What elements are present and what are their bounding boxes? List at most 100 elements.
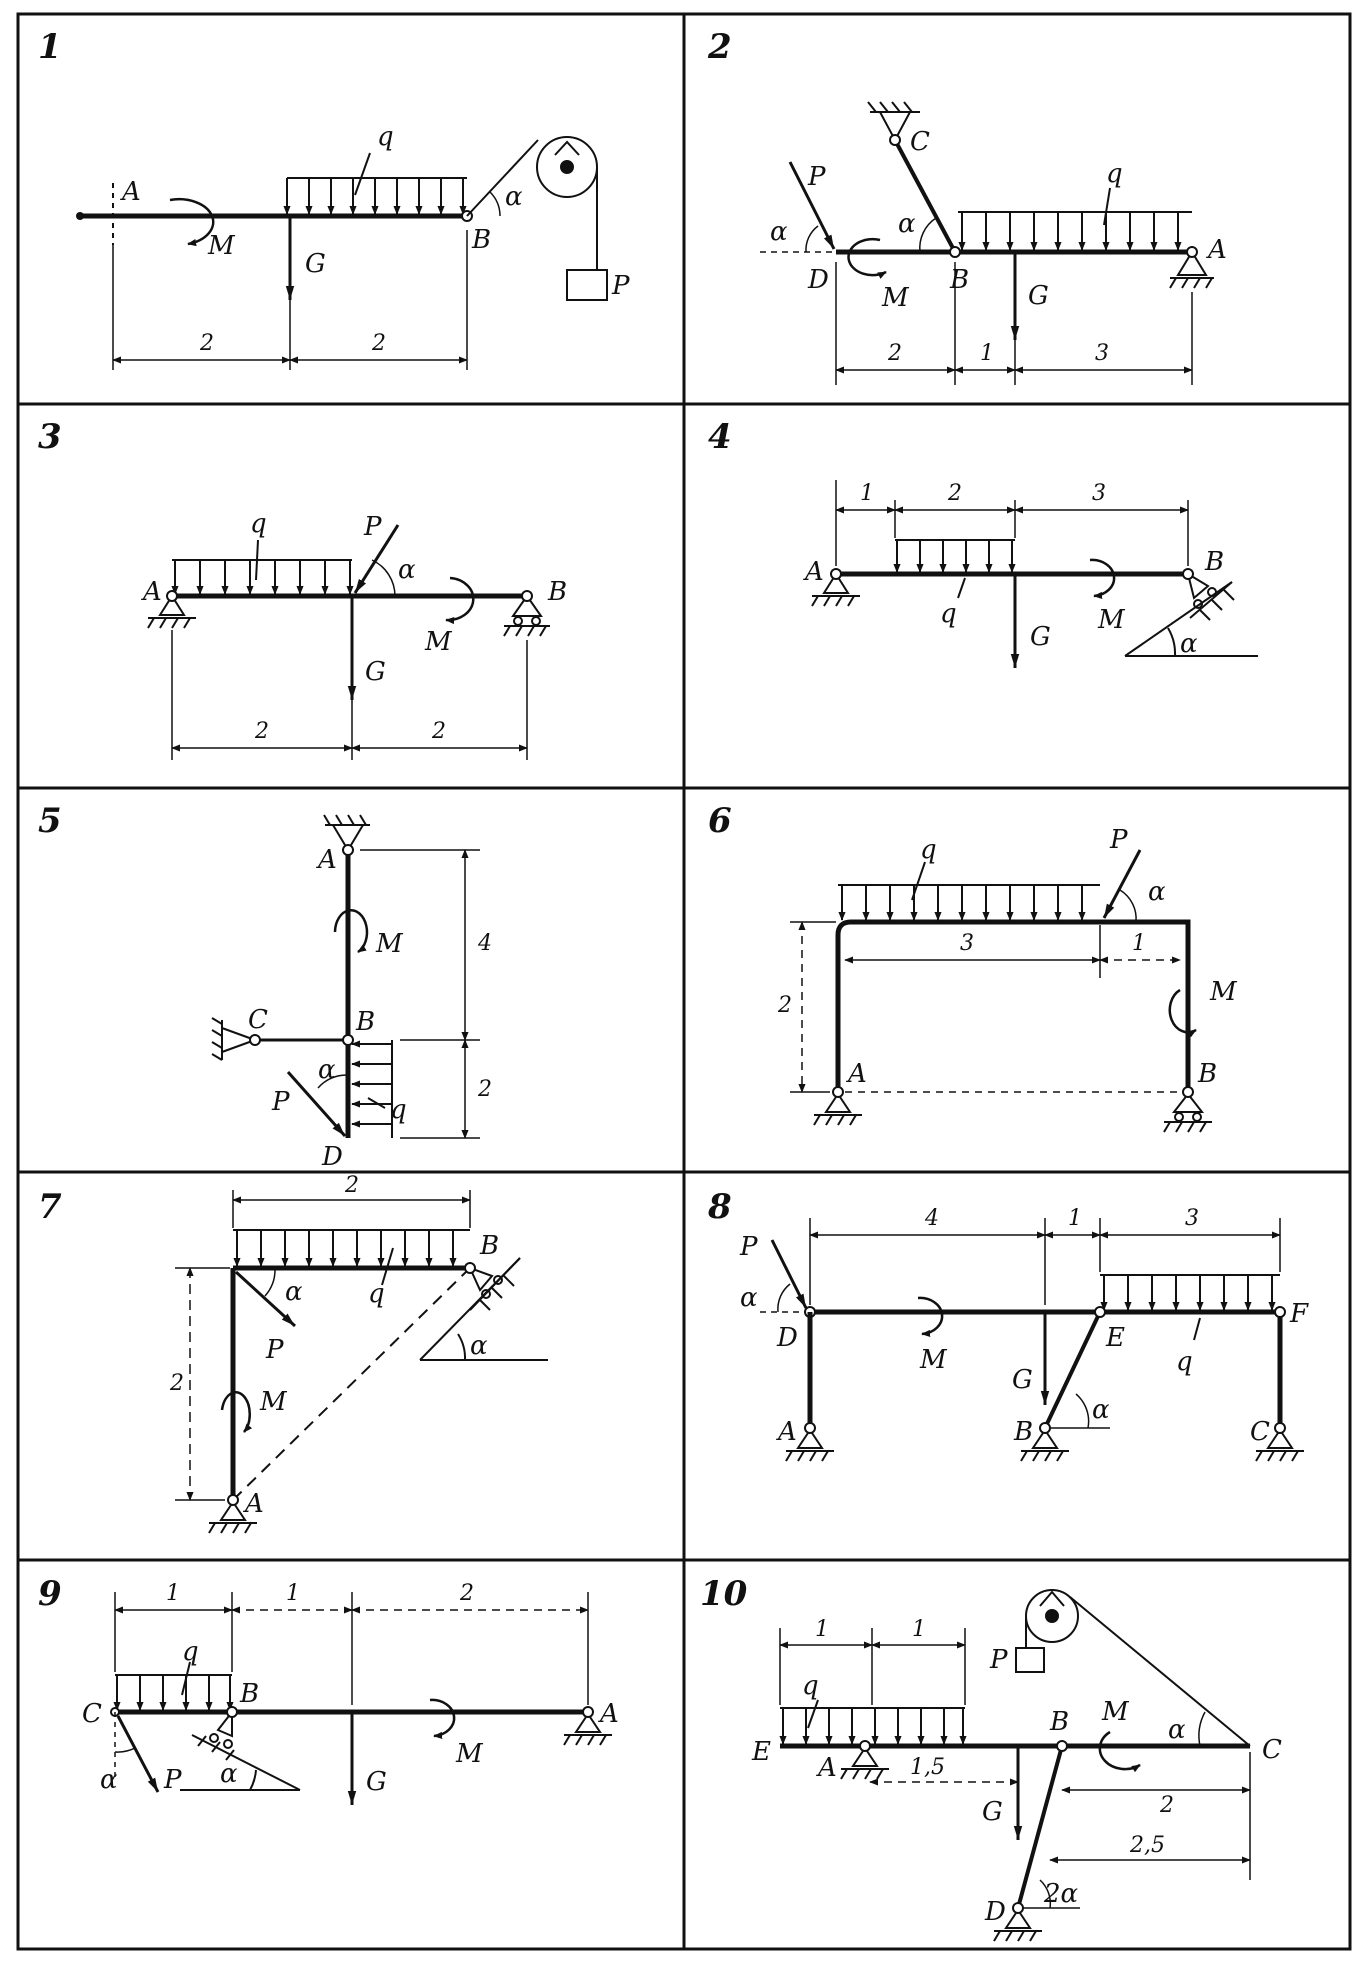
dim-2: 2 — [169, 1371, 184, 1396]
moment-M — [220, 1391, 253, 1433]
label-B: B — [1013, 1417, 1033, 1447]
label-M: M — [1209, 977, 1238, 1007]
panel-number: 3 — [38, 417, 62, 457]
joint-B — [1182, 1086, 1194, 1098]
pulley — [536, 136, 598, 198]
support-A — [563, 1712, 612, 1746]
label-G: G — [1028, 281, 1049, 311]
dim-2: 2 — [371, 331, 386, 356]
label-M: M — [919, 1345, 948, 1375]
distributed-load-q — [838, 861, 1100, 921]
angle-arc — [317, 1074, 349, 1089]
panel-number: 10 — [700, 1574, 748, 1614]
angle-arc — [371, 559, 396, 597]
support-A — [1169, 250, 1214, 289]
moment-M — [445, 576, 475, 625]
label-F: F — [1289, 1299, 1309, 1329]
distributed-load-q — [283, 152, 467, 215]
joint-F — [1274, 1306, 1286, 1318]
label-q: q — [1176, 1347, 1193, 1377]
distributed-load-q — [1100, 1274, 1280, 1341]
label-A: A — [141, 577, 162, 607]
joint-A — [582, 1706, 594, 1718]
panel-number: 1 — [38, 27, 62, 67]
dimension-lines — [171, 630, 528, 760]
panel-10: 10 q E A — [700, 1574, 1282, 1942]
joint-A — [804, 1422, 816, 1434]
dim-2: 1 — [1132, 931, 1146, 956]
support-A — [813, 1092, 862, 1126]
strut-BD — [1016, 1745, 1064, 1909]
joint-A — [1186, 246, 1198, 258]
label-G: G — [982, 1797, 1003, 1827]
dim-1: 4 — [924, 1206, 939, 1231]
force-P — [353, 524, 400, 594]
panel-6: 6 q P α M — [708, 801, 1238, 1133]
panel-3: 3 q A P α — [38, 417, 567, 760]
label-D: D — [321, 1142, 343, 1172]
label-B: B — [1049, 1707, 1069, 1737]
label-P: P — [611, 271, 630, 301]
joint-A — [830, 568, 842, 580]
moment-M — [1168, 988, 1197, 1038]
distributed-load-q — [233, 1229, 470, 1286]
label-alpha-2: α — [470, 1331, 488, 1361]
label-B: B — [471, 225, 491, 255]
support-B — [1020, 1428, 1069, 1462]
panel-number: 9 — [38, 1574, 62, 1614]
dimension-lines — [835, 480, 1189, 566]
label-G: G — [1012, 1365, 1033, 1395]
force-P — [286, 1071, 347, 1137]
label-E: E — [751, 1737, 771, 1767]
label-A: A — [803, 557, 824, 587]
dim-1: 1 — [860, 481, 874, 506]
dim-2: 2 — [431, 719, 446, 744]
dimension-lines — [112, 230, 468, 370]
panel-grid — [16, 12, 1352, 1951]
joint-B — [226, 1706, 238, 1718]
label-P: P — [807, 162, 826, 192]
support-A — [840, 1746, 889, 1780]
panel-number: 7 — [38, 1187, 62, 1227]
distributed-load-q — [171, 539, 354, 595]
joint-A — [832, 1086, 844, 1098]
joint-A — [342, 844, 354, 856]
label-alpha: α — [1148, 877, 1166, 907]
label-A: A — [1206, 235, 1227, 265]
joint-A — [166, 590, 178, 602]
beam-end — [76, 212, 84, 220]
label-A: A — [846, 1059, 867, 1089]
label-D: D — [984, 1897, 1006, 1927]
label-P: P — [739, 1232, 758, 1262]
moment-M — [847, 237, 887, 279]
label-B: B — [239, 1679, 259, 1709]
label-C: C — [1250, 1417, 1270, 1447]
dimension-lines — [790, 921, 1181, 1093]
angle-arc — [1198, 1711, 1206, 1747]
panel-5: 5 A M C B — [38, 801, 492, 1172]
label-alpha-1: α — [285, 1277, 303, 1307]
label-q: q — [368, 1279, 385, 1309]
support-B — [503, 594, 550, 637]
label-P: P — [265, 1335, 284, 1365]
dim-2: 1 — [286, 1581, 300, 1606]
label-P: P — [271, 1087, 290, 1117]
joint-E — [1094, 1306, 1106, 1318]
distributed-load-q — [958, 187, 1192, 251]
moment-M — [917, 1296, 944, 1337]
label-q: q — [182, 1637, 199, 1667]
label-A: A — [120, 177, 141, 207]
moment-M — [1089, 558, 1116, 599]
label-alpha: α — [1180, 629, 1198, 659]
label-A: A — [598, 1699, 619, 1729]
support-B — [180, 1709, 301, 1791]
joint-B — [1182, 568, 1194, 580]
label-alpha-2: α — [1092, 1395, 1110, 1425]
dimension-lines — [175, 1190, 471, 1501]
dim-3: 2 — [459, 1581, 474, 1606]
label-C: C — [248, 1005, 268, 1035]
panel-number: 6 — [708, 801, 732, 841]
label-alpha-1: α — [100, 1765, 118, 1795]
force-P — [116, 1715, 160, 1793]
label-M: M — [881, 283, 910, 313]
